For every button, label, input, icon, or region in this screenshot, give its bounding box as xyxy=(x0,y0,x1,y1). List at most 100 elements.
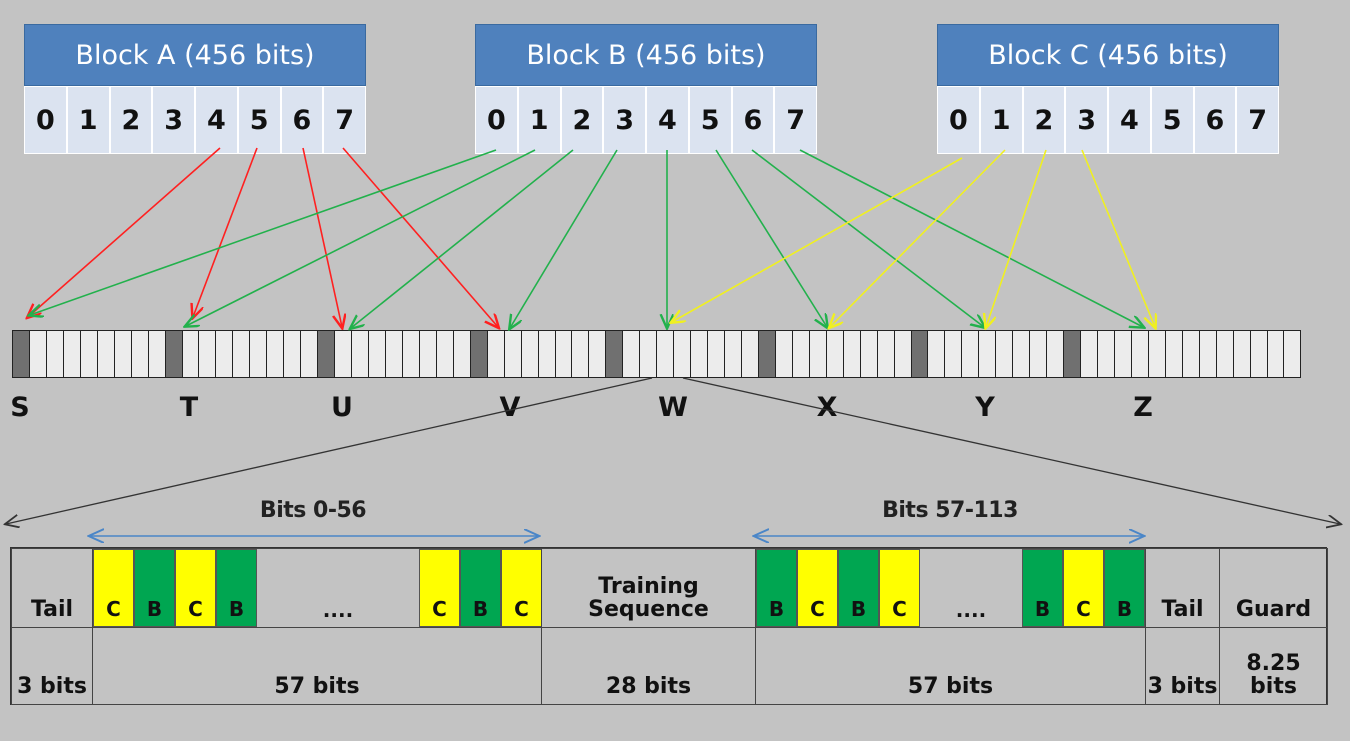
burst-slot xyxy=(944,330,962,378)
burst-slot xyxy=(300,330,318,378)
ellipsis: .... xyxy=(322,598,354,622)
block-b-cell: 2 xyxy=(560,86,604,154)
burst-slot xyxy=(571,330,589,378)
burst-slot xyxy=(283,330,301,378)
range-label-second: Bits 57-113 xyxy=(882,498,1018,523)
burst-slot xyxy=(1097,330,1114,378)
block-c-cells: 0 1 2 3 4 5 6 7 xyxy=(937,86,1279,154)
block-c-cell: 1 xyxy=(979,86,1023,154)
burst-slot xyxy=(1266,330,1284,378)
block-c-cell: 4 xyxy=(1108,86,1151,154)
burst-slot xyxy=(45,330,63,378)
burst-slot-highlight xyxy=(1063,330,1081,378)
range-label-first: Bits 0-56 xyxy=(259,498,367,523)
burst-slot xyxy=(130,330,148,378)
bit-b: B xyxy=(838,549,879,627)
burst-slot xyxy=(537,330,555,378)
burst-slot xyxy=(1164,330,1182,378)
burst-slot xyxy=(740,330,758,378)
burst-strip xyxy=(12,330,1302,378)
burst-slot xyxy=(1283,330,1302,378)
bit-b: B xyxy=(216,549,257,627)
burst-slot xyxy=(368,330,385,378)
burst-slot xyxy=(588,330,606,378)
block-a-cell: 7 xyxy=(323,86,366,154)
burst-label-x: X xyxy=(816,392,838,423)
burst-slot xyxy=(1181,330,1199,378)
burst-label-z: Z xyxy=(1133,392,1153,423)
block-c-title: Block C (456 bits) xyxy=(937,24,1279,86)
burst-label-y: Y xyxy=(975,392,995,423)
burst-slot-highlight xyxy=(164,330,182,378)
arrow-b3-v xyxy=(510,149,618,328)
burst-slot-highlight xyxy=(12,330,29,378)
arrow-c0-w xyxy=(672,157,963,322)
burst-slot xyxy=(1249,330,1267,378)
burst-slot xyxy=(1198,330,1216,378)
burst-slot-highlight xyxy=(469,330,487,378)
block-b: Block B (456 bits) 0 1 2 3 4 5 6 7 xyxy=(475,24,817,154)
burst-slot-highlight xyxy=(910,330,928,378)
block-a-cell: 5 xyxy=(237,86,281,154)
burst-slot xyxy=(435,330,453,378)
arrow-b7-z xyxy=(799,149,1143,327)
guard-size: 8.25 bits xyxy=(1219,627,1328,705)
bit-b: B xyxy=(1104,549,1145,627)
block-a-cell: 0 xyxy=(24,86,67,154)
block-a-cell: 1 xyxy=(66,86,110,154)
bit-c: C xyxy=(93,549,134,627)
burst-slot xyxy=(198,330,216,378)
burst-slot xyxy=(1029,330,1047,378)
block-b-cell: 0 xyxy=(475,86,518,154)
arrow-b0-s xyxy=(30,149,497,315)
burst-label-s: S xyxy=(10,392,30,423)
zoom-line-right xyxy=(682,377,1340,524)
block-b-cell: 4 xyxy=(646,86,689,154)
burst-slot xyxy=(859,330,877,378)
burst-slot xyxy=(249,330,267,378)
block-c-cell: 5 xyxy=(1150,86,1194,154)
block-b-cell: 7 xyxy=(774,86,817,154)
burst-label-v: V xyxy=(499,392,521,423)
block-a: Block A (456 bits) 0 1 2 3 4 5 6 7 xyxy=(24,24,366,154)
arrow-b6-y xyxy=(751,149,984,327)
block-b-title: Block B (456 bits) xyxy=(475,24,817,86)
block-b-arrows xyxy=(30,149,1143,328)
burst-slot xyxy=(1080,330,1097,378)
first-half-cell: C B C B .... C B C xyxy=(92,548,542,628)
bit-b: B xyxy=(756,549,797,627)
block-b-cell: 5 xyxy=(688,86,732,154)
burst-slot xyxy=(724,330,741,378)
burst-slot xyxy=(656,330,674,378)
burst-slot xyxy=(28,330,46,378)
training-sequence-label: Training Sequence xyxy=(541,548,756,628)
burst-slot xyxy=(554,330,572,378)
block-a-cells: 0 1 2 3 4 5 6 7 xyxy=(24,86,366,154)
block-c-cell: 7 xyxy=(1236,86,1279,154)
block-b-cell: 6 xyxy=(731,86,775,154)
burst-slot xyxy=(452,330,470,378)
burst-slot xyxy=(1130,330,1148,378)
burst-slot xyxy=(520,330,538,378)
burst-slot xyxy=(147,330,165,378)
burst-slot xyxy=(181,330,199,378)
burst-slot xyxy=(113,330,131,378)
burst-slot xyxy=(1232,330,1250,378)
burst-label-t: T xyxy=(179,392,199,423)
burst-label-u: U xyxy=(331,392,353,423)
bit-c: C xyxy=(879,549,920,627)
zoom-line-left xyxy=(6,377,653,524)
block-a-cell: 2 xyxy=(109,86,153,154)
burst-slot xyxy=(842,330,860,378)
burst-slot-highlight xyxy=(317,330,335,378)
arrow-b2-u xyxy=(351,149,574,328)
block-b-cell: 3 xyxy=(603,86,646,154)
arrow-b1-t xyxy=(186,149,536,326)
arrow-a4-s xyxy=(28,147,221,317)
burst-slot xyxy=(79,330,97,378)
block-c-arrows xyxy=(672,149,1155,327)
burst-slot-highlight xyxy=(605,330,623,378)
arrow-c3-z xyxy=(1081,149,1155,327)
bit-c: C xyxy=(1063,549,1104,627)
ellipsis: .... xyxy=(955,598,987,622)
